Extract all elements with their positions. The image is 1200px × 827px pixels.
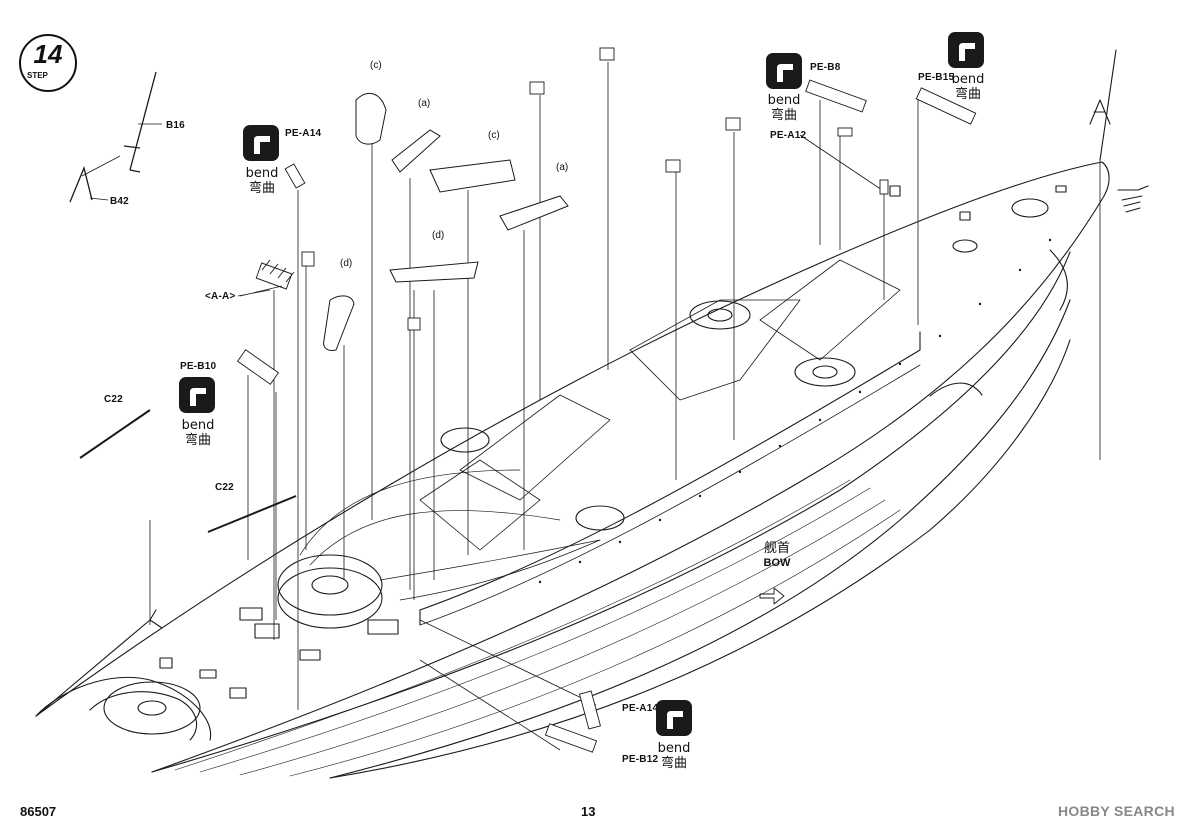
- bend-note-pe-b8: bend 弯曲: [762, 93, 806, 123]
- step-badge-icon: 14 STEP: [19, 34, 77, 92]
- deck-hatch-1: [459, 394, 611, 501]
- hull-side-lower: [329, 339, 1071, 779]
- step-number: 14: [33, 39, 63, 69]
- hull-deck-edge-port: [35, 161, 1103, 717]
- label-b42: B42: [110, 196, 129, 207]
- label-pe-b8: PE-B8: [810, 62, 841, 73]
- label-pe-a14-bottom: PE-A14: [622, 703, 659, 714]
- bend-text-zh: 弯曲: [770, 108, 797, 123]
- label-boat-d-mid: (d): [432, 230, 445, 241]
- lifeboat-a-right: [499, 195, 569, 231]
- deck-raised-edge: [419, 349, 921, 611]
- bend-text-zh: 弯曲: [954, 87, 981, 102]
- bend-icon: [766, 53, 802, 89]
- bend-note-pe-b10: bend 弯曲: [176, 418, 220, 448]
- bend-note-pe-a14-top: bend 弯曲: [240, 166, 284, 196]
- part-pe-a14-bottom: [578, 690, 602, 730]
- bend-icon: [243, 125, 279, 161]
- bend-icon: [179, 377, 215, 413]
- label-boat-a-right: (a): [556, 162, 569, 173]
- part-pe-b10: [236, 349, 280, 385]
- bend-text-en: bend: [767, 93, 801, 108]
- turret-aft-2: [103, 681, 201, 735]
- part-c22-left: [79, 409, 151, 459]
- label-c22-mid: C22: [215, 482, 234, 493]
- part-a-a-group: [255, 262, 293, 290]
- arrow-left-icon: [759, 587, 785, 605]
- step-word: STEP: [27, 71, 48, 80]
- turret-aft-1: [277, 567, 383, 629]
- bend-text-zh: 弯曲: [660, 756, 687, 771]
- label-pe-a14-top: PE-A14: [285, 128, 322, 139]
- label-boat-d-left: (d): [340, 258, 353, 269]
- deck-hatch-3: [629, 299, 801, 401]
- label-b16: B16: [166, 120, 185, 131]
- bend-text-zh: 弯曲: [248, 181, 275, 196]
- label-c22-left: C22: [104, 394, 123, 405]
- lifeboat-d-mid: [389, 261, 479, 283]
- bend-icon: [656, 700, 692, 736]
- bend-text-en: bend: [951, 72, 985, 87]
- hull-bow-tip: [1101, 161, 1110, 197]
- part-b16: [129, 71, 157, 171]
- bend-text-zh: 弯曲: [184, 433, 211, 448]
- label-pe-a12: PE-A12: [770, 130, 807, 141]
- bow-text-en: BOW: [763, 557, 791, 569]
- turret-fore-2: [952, 239, 978, 253]
- turret-mid-3: [689, 300, 751, 330]
- turret-mid-2: [575, 505, 625, 531]
- label-pe-b12: PE-B12: [622, 754, 659, 765]
- bend-text-en: bend: [245, 166, 279, 181]
- lifeboat-d-left: [323, 295, 355, 351]
- part-pe-b15: [915, 87, 977, 125]
- lifeboat-c-mid: [429, 159, 516, 193]
- part-b42: [69, 165, 93, 203]
- hull-deck-edge-starboard: [151, 195, 1105, 773]
- lifeboat-c-top: [355, 92, 387, 145]
- part-pe-b8: [805, 79, 867, 113]
- bend-text-en: bend: [181, 418, 215, 433]
- label-boat-c-mid: (c): [488, 130, 500, 141]
- turret-mid-4: [794, 357, 856, 387]
- label-pe-b10: PE-B10: [180, 361, 217, 372]
- bow-text-zh: 舰首: [763, 541, 790, 556]
- hull-side-upper: [151, 251, 1071, 773]
- lifeboat-a-top: [391, 129, 441, 173]
- label-boat-a-top: (a): [418, 98, 431, 109]
- deck-hatch-4: [759, 259, 901, 361]
- deck-hatch-2: [419, 459, 541, 551]
- part-c22-mid: [207, 495, 297, 533]
- label-a-a: <A-A>: [205, 291, 236, 302]
- label-pe-b15: PE-B15: [918, 72, 955, 83]
- kit-number: 86507: [20, 804, 57, 819]
- bend-note-pe-b15: bend 弯曲: [946, 72, 990, 102]
- bend-note-pe-b12: bend 弯曲: [652, 741, 696, 771]
- page-number: 13: [581, 804, 596, 819]
- turret-mid-1: [440, 427, 490, 453]
- part-pe-b12: [544, 723, 598, 753]
- bow-marker: 舰首 BOW: [755, 541, 799, 571]
- bend-text-en: bend: [657, 741, 691, 756]
- watermark: HOBBY SEARCH: [1058, 803, 1175, 819]
- bend-icon: [948, 32, 984, 68]
- hull-side-waterline: [329, 299, 1071, 779]
- label-boat-c-top: (c): [370, 60, 382, 71]
- turret-fore: [1011, 198, 1049, 218]
